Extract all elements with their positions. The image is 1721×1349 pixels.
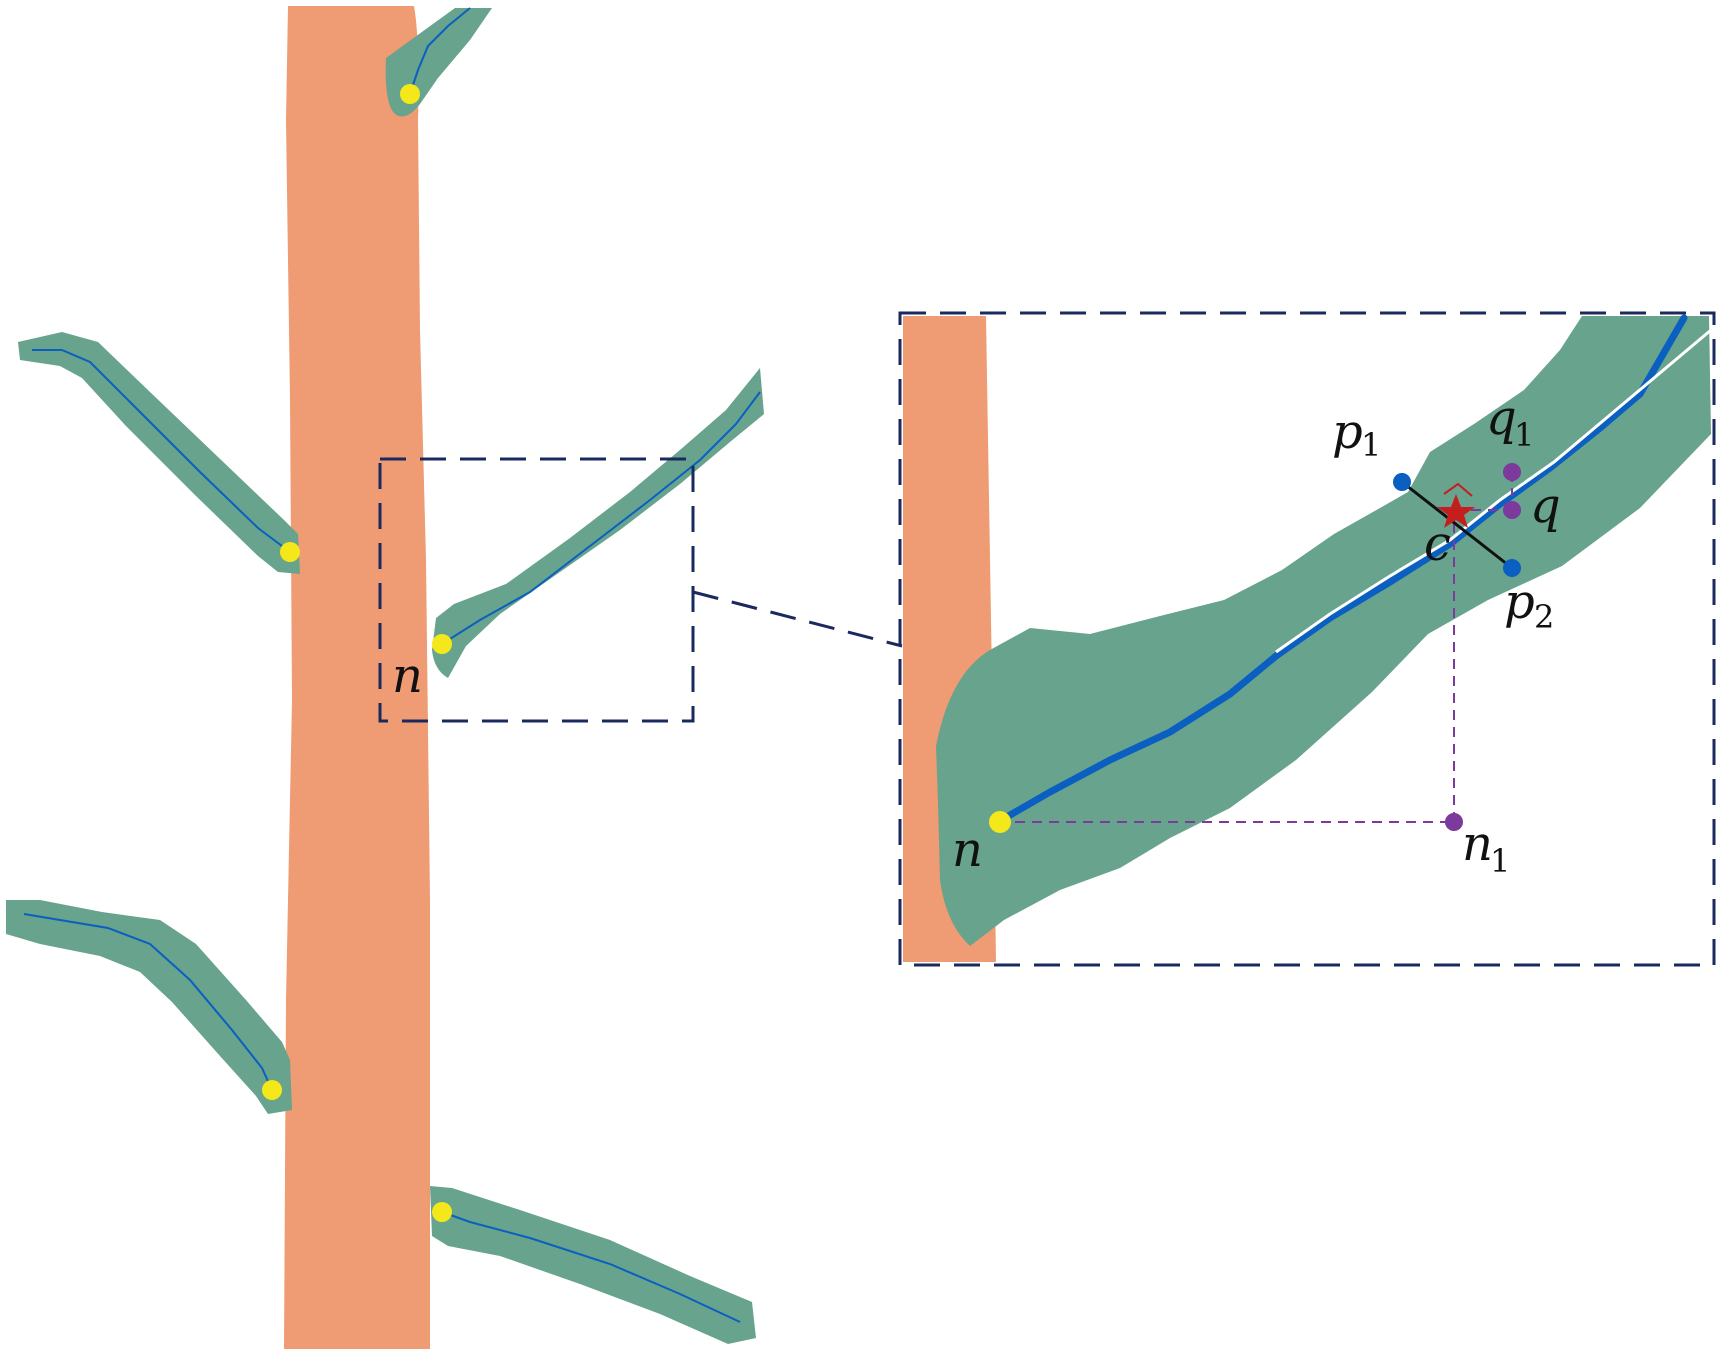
skeleton-upper-left bbox=[32, 349, 291, 553]
label-q1-sub: 1 bbox=[1514, 416, 1534, 454]
point-p1 bbox=[1393, 473, 1411, 491]
label-n-overview: n bbox=[392, 648, 423, 704]
branch-bottom-right bbox=[430, 1186, 756, 1344]
perpendicular-line bbox=[1401, 480, 1513, 570]
fitted-line bbox=[1275, 328, 1712, 654]
centroid-star bbox=[1437, 494, 1475, 528]
label-c: c bbox=[1424, 516, 1451, 572]
right-angle-marker bbox=[1443, 482, 1473, 497]
label-q: q bbox=[1530, 478, 1561, 534]
label-p1-sub: 1 bbox=[1361, 426, 1381, 464]
zoom-connector bbox=[692, 590, 903, 648]
zoom-inset: p 1 q 1 q c p 2 n n 1 bbox=[898, 311, 1716, 967]
endpoint-bottom-right bbox=[432, 1202, 452, 1222]
point-n1 bbox=[1445, 813, 1463, 831]
branch-middle-right bbox=[432, 368, 764, 678]
zoom-inset-frame bbox=[898, 311, 1716, 967]
endpoint-middle-right bbox=[432, 634, 452, 654]
skeleton-lower-left bbox=[23, 913, 273, 1091]
point-p2 bbox=[1503, 559, 1521, 577]
zoom-source-box bbox=[378, 457, 695, 723]
skeleton-zoom bbox=[994, 314, 1688, 826]
branch-zoom bbox=[936, 316, 1711, 946]
endpoint-upper-left bbox=[280, 542, 300, 562]
endpoint-lower-left bbox=[262, 1080, 282, 1100]
skeleton-middle-right bbox=[441, 391, 761, 645]
endpoint-top bbox=[400, 84, 420, 104]
label-q1: q bbox=[1486, 390, 1517, 446]
skeleton-top bbox=[409, 7, 471, 95]
label-p2-sub: 2 bbox=[1534, 598, 1554, 636]
label-p1: p bbox=[1332, 404, 1363, 460]
point-q1 bbox=[1503, 463, 1521, 481]
label-n1-sub: 1 bbox=[1490, 842, 1510, 880]
label-p2: p bbox=[1504, 574, 1535, 630]
branch-upper-left bbox=[18, 332, 300, 574]
branch-lower-left bbox=[6, 900, 292, 1114]
point-n bbox=[989, 811, 1011, 833]
label-n1: n bbox=[1462, 816, 1493, 872]
skeleton-bottom-right bbox=[441, 1211, 741, 1323]
label-n-zoom: n bbox=[952, 822, 983, 878]
point-q bbox=[1503, 501, 1521, 519]
main-stem bbox=[284, 6, 430, 1349]
plant-overview: n bbox=[6, 6, 764, 1349]
